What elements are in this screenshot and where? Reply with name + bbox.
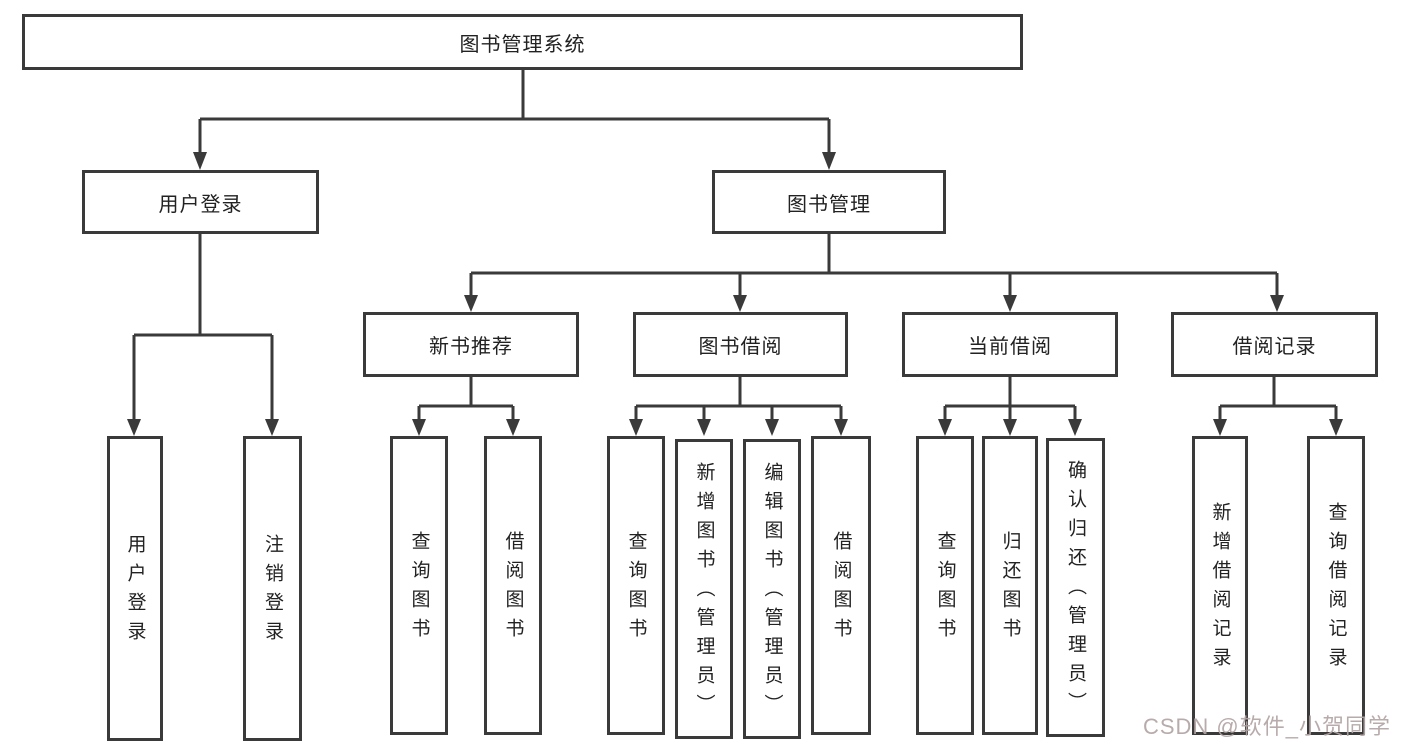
node-user-login-branch: 用户登录 <box>82 170 319 234</box>
leaf-history-query-record: 查询借阅记录 <box>1307 436 1365 735</box>
connector-new-to-leaves <box>412 377 520 436</box>
connector-user-to-leaves <box>127 234 279 436</box>
node-new-book-recommend: 新书推荐 <box>363 312 579 377</box>
leaf-new-borrow-book: 借阅图书 <box>484 436 542 735</box>
node-borrow-record: 借阅记录 <box>1171 312 1378 377</box>
leaf-history-add-record: 新增借阅记录 <box>1192 436 1248 735</box>
leaf-current-return-book: 归还图书 <box>982 436 1038 735</box>
node-root: 图书管理系统 <box>22 14 1023 70</box>
leaf-new-query-book: 查询图书 <box>390 436 448 735</box>
node-book-management: 图书管理 <box>712 170 946 234</box>
leaf-current-query-book: 查询图书 <box>916 436 974 735</box>
node-book-borrow: 图书借阅 <box>633 312 848 377</box>
leaf-borrow-query-book: 查询图书 <box>607 436 665 735</box>
leaf-borrow-add-book-admin: 新增图书（管理员） <box>675 439 733 739</box>
connector-root-to-level2 <box>193 70 836 170</box>
connector-current-to-leaves <box>938 377 1082 436</box>
leaf-user-logout: 注销登录 <box>243 436 302 741</box>
node-current-borrow: 当前借阅 <box>902 312 1118 377</box>
connector-book-to-level3 <box>464 234 1284 312</box>
connector-borrow-to-leaves <box>629 377 848 436</box>
leaf-user-login: 用户登录 <box>107 436 163 741</box>
leaf-current-confirm-return-admin: 确认归还（管理员） <box>1046 438 1105 737</box>
leaf-borrow-borrow-book: 借阅图书 <box>811 436 871 735</box>
connector-history-to-leaves <box>1213 377 1343 436</box>
leaf-borrow-edit-book-admin: 编辑图书（管理员） <box>743 439 801 739</box>
